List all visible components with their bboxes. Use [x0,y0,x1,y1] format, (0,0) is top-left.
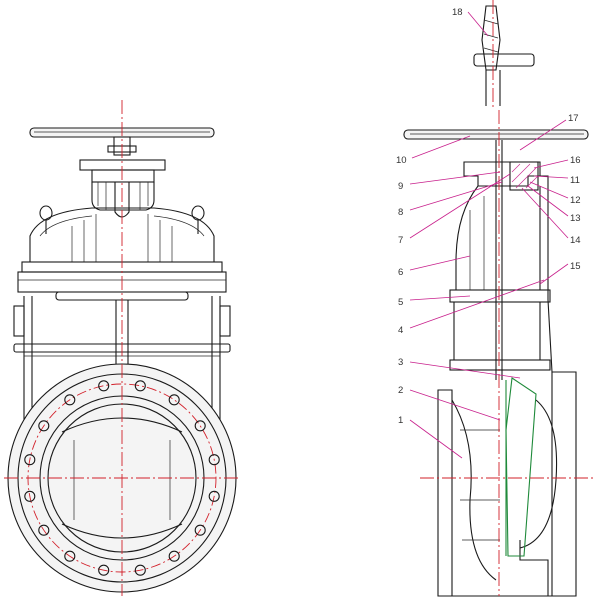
leader-line-4 [409,279,545,329]
front-view [4,100,240,596]
part-number-14: 14 [570,235,581,246]
bolt-hole [168,394,180,406]
part-number-8: 8 [398,207,403,218]
part-number-4: 4 [398,325,403,336]
bolt-hole [64,550,76,562]
bolt-hole [38,420,50,432]
bolt-hole [98,564,110,576]
part-number-5: 5 [398,297,403,308]
part-number-2: 2 [398,385,403,396]
part-number-15: 15 [570,261,581,272]
leader-line-1 [409,419,463,459]
bolt-hole [24,490,36,502]
leader-line-16 [533,159,569,169]
bolt-hole [38,524,50,536]
bolt-hole [208,490,220,502]
bolt-hole [194,420,206,432]
bolt-hole [208,454,220,466]
part-number-18: 18 [452,7,463,18]
bolt-hole [134,380,146,392]
detail-handwheel-section [473,0,535,110]
bolt-holes [24,380,220,576]
leader-line-12 [529,181,569,199]
leader-line-5 [409,295,471,301]
leader-line-17 [519,119,567,151]
part-number-11: 11 [570,175,580,186]
leader-line-9 [409,171,501,185]
part-number-3: 3 [398,357,403,368]
part-number-13: 13 [570,213,581,224]
part-number-1: 1 [398,415,403,426]
bolt-hole [24,454,36,466]
inlet-flange-side [437,389,453,597]
stem-side [495,140,503,380]
part-number-16: 16 [570,155,581,166]
part-number-7: 7 [398,235,403,246]
leader-line-18 [467,11,489,37]
leader-line-10 [411,135,471,159]
part-number-10: 10 [396,155,407,166]
leader-line-7 [409,173,511,239]
part-number-17: 17 [568,113,579,124]
leader-line-15 [539,263,569,285]
section-view [403,0,596,597]
leader-line-14 [521,187,569,239]
part-number-12: 12 [570,195,581,206]
bolt-hole [98,380,110,392]
leader-line-6 [409,255,471,271]
leader-line-11 [533,175,569,179]
leader-line-13 [527,185,569,217]
part-number-6: 6 [398,267,403,278]
leader-line-3 [409,361,521,379]
leader-line-8 [409,181,503,211]
bolt-hole [168,550,180,562]
bolt-hole [64,394,76,406]
valve-body-side [519,175,577,597]
part-number-9: 9 [398,181,403,192]
bolt-hole [134,564,146,576]
gate-wedge-section [505,377,537,557]
bolt-hole [194,524,206,536]
handwheel-side [403,129,589,140]
leader-line-2 [409,389,501,421]
